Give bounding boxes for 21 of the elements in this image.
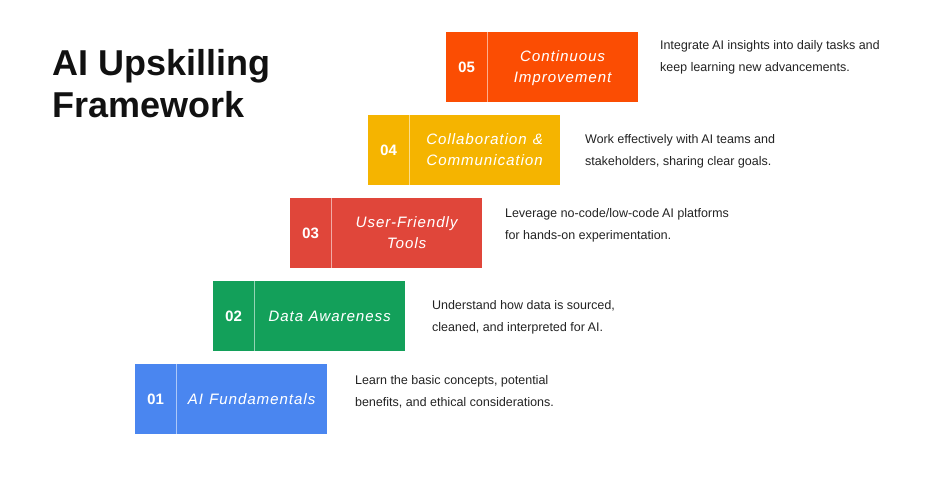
step-title: Collaboration & Communication xyxy=(425,130,545,171)
step-box xyxy=(446,32,638,102)
step-box xyxy=(368,115,560,185)
step-description: Work effectively with AI teams and stakeholders, sharing clear goals. xyxy=(585,131,776,170)
step-number: 03 xyxy=(301,224,320,244)
step-description: Learn the basic concepts, potential benefits, and ethical considerations. xyxy=(355,372,555,411)
step-number: 04 xyxy=(379,140,398,160)
step-description: Leverage no-code/low-code AI platforms for hands-on experimentation. xyxy=(505,205,730,244)
step-box xyxy=(135,364,327,434)
step-description: Understand how data is sourced, cleaned, and interpreted for AI. xyxy=(432,297,616,336)
step-box xyxy=(290,198,482,268)
title: AI Upskilling Framework xyxy=(52,42,272,126)
step-title: Continuous Improvement xyxy=(512,47,614,88)
step-number: 01 xyxy=(146,390,165,410)
step-box xyxy=(213,281,405,351)
step-description: Integrate AI insights into daily tasks and keep learning new advancements. xyxy=(660,37,881,76)
step-number: 02 xyxy=(224,306,243,326)
step-title: Data Awareness xyxy=(267,306,393,326)
step-number: 05 xyxy=(457,58,476,78)
step-title: User-Friendly Tools xyxy=(354,213,460,254)
step-title: AI Fundamentals xyxy=(186,390,318,410)
